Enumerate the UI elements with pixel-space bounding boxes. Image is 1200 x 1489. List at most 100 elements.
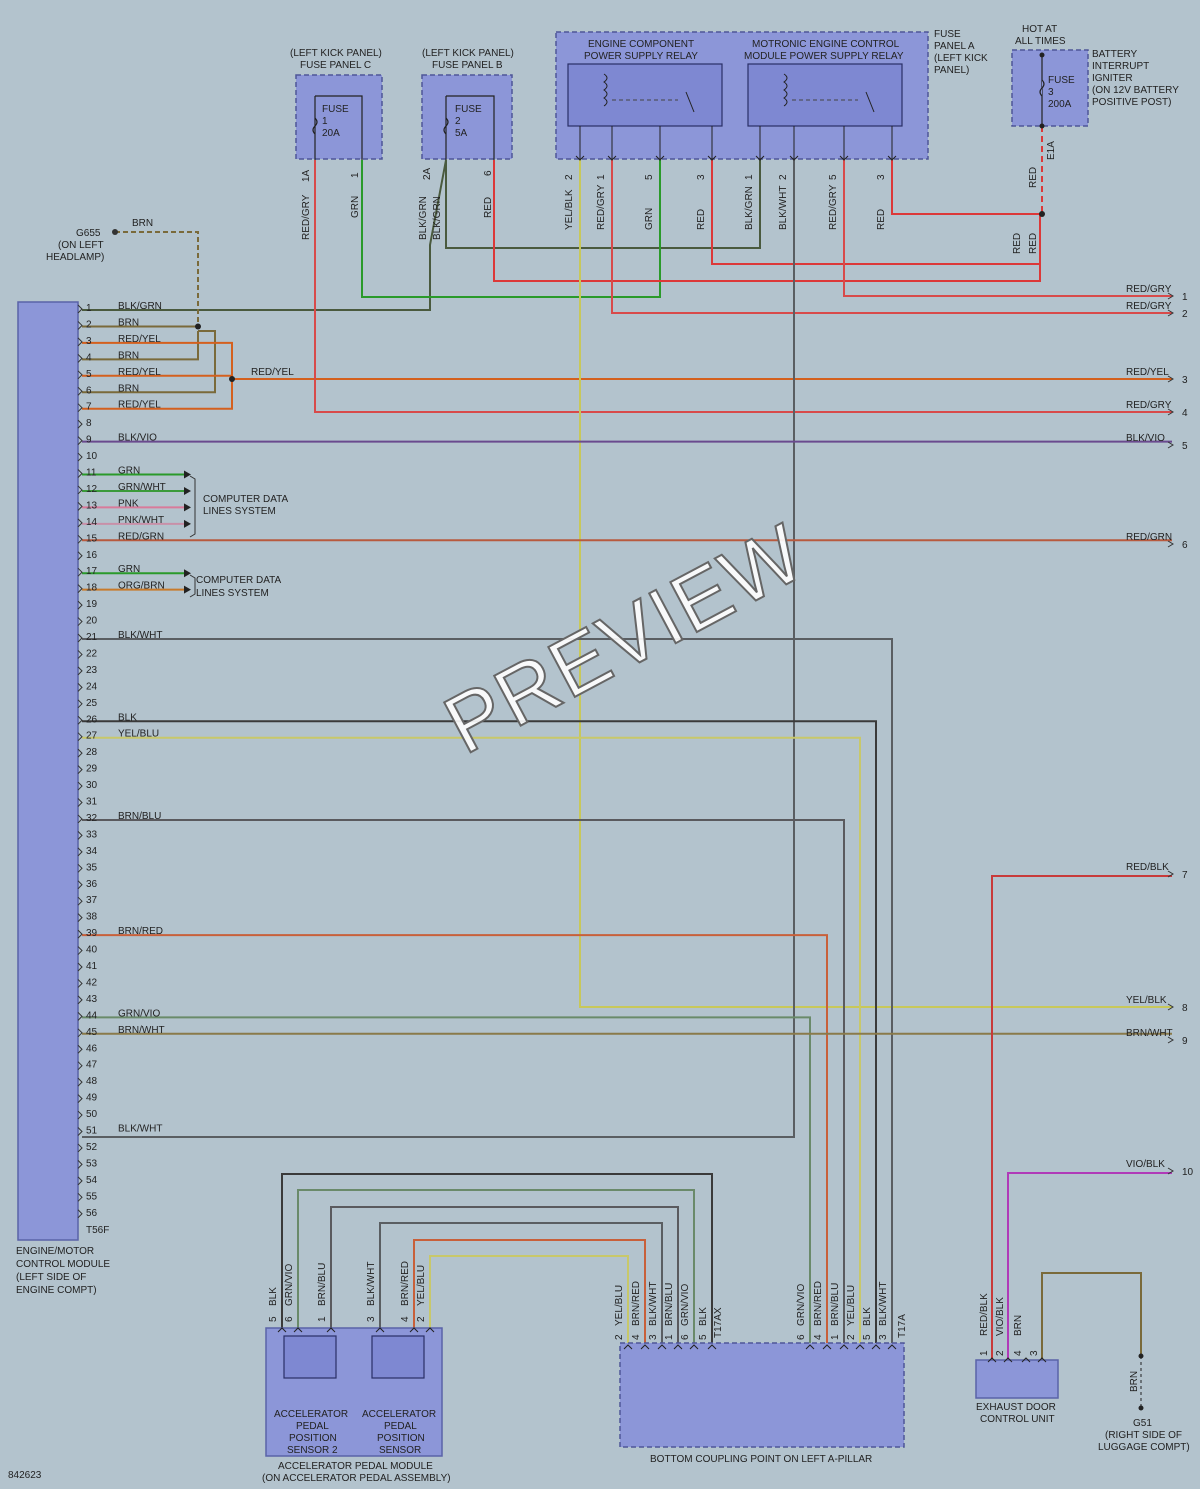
ecm-pin-marker bbox=[77, 765, 83, 774]
right-ref-number: 3 bbox=[1182, 375, 1188, 386]
wire-blk-wht-51 bbox=[82, 160, 795, 1138]
ecm-pin-number: 20 bbox=[86, 616, 98, 627]
wire-red-gry-2 bbox=[611, 160, 1172, 314]
fuse-c-symbol bbox=[312, 117, 318, 135]
right-ref-number: 2 bbox=[1182, 309, 1188, 320]
right-ref-wire-label: RED/GRY bbox=[1126, 301, 1172, 312]
ecm-pin-number: 22 bbox=[86, 648, 98, 659]
g655-loc-2: HEADLAMP) bbox=[46, 252, 104, 263]
ecm-pin-marker bbox=[77, 863, 83, 873]
wire-layer bbox=[82, 126, 1172, 1437]
ecm-pin-marker bbox=[77, 699, 83, 709]
wire-accel-yel-blu bbox=[429, 1255, 629, 1347]
ecm-pin-marker bbox=[77, 1044, 83, 1054]
right-ref-number: 5 bbox=[1182, 441, 1188, 452]
data-lines-2-label-2: LINES SYSTEM bbox=[196, 588, 269, 599]
relay-pin-marker bbox=[755, 155, 765, 161]
ecm-pin-marker bbox=[77, 979, 83, 988]
ecm-label-3: (LEFT SIDE OF bbox=[16, 1272, 86, 1283]
data-lines-2-label-1: COMPUTER DATA bbox=[196, 575, 282, 586]
exhaust-pin-wire-label: RED/BLK bbox=[979, 1293, 990, 1336]
ecm-pin-marker bbox=[77, 551, 83, 561]
coupling-a-pin-marker bbox=[689, 1344, 699, 1350]
right-ref-arrow bbox=[1167, 441, 1174, 449]
accel-pin-number: 1 bbox=[317, 1316, 328, 1322]
wire-brn-6 bbox=[82, 330, 216, 394]
coupling-a-pin-number: 6 bbox=[680, 1334, 691, 1340]
ecm-pin-number: 14 bbox=[86, 517, 98, 528]
relay-pin-marker bbox=[839, 155, 849, 161]
wire-blk-wht-21 bbox=[82, 638, 893, 1347]
exhaust-pin-wire-label: BRN bbox=[1013, 1315, 1024, 1336]
accel-s2-4: SENSOR 2 bbox=[287, 1445, 338, 1456]
right-ref-number: 6 bbox=[1182, 540, 1188, 551]
ecm-pin-marker bbox=[77, 732, 83, 742]
ecm-pin-number: 27 bbox=[86, 731, 98, 742]
ecm-pin-number: 13 bbox=[86, 500, 98, 511]
accel-pin-wire-label: BRN/RED bbox=[400, 1261, 411, 1306]
fuse-c-fuse: FUSE bbox=[322, 104, 349, 115]
right-ref-arrow bbox=[1167, 375, 1174, 383]
ecm-pin-marker bbox=[77, 798, 83, 807]
coupling-a-pin-marker bbox=[707, 1344, 717, 1350]
splice-red-battery bbox=[1039, 211, 1045, 217]
wire-accel-brn-blu bbox=[330, 1206, 679, 1347]
relay-switch-icon bbox=[685, 91, 695, 113]
ecm-pin-wire-label: GRN/VIO bbox=[118, 1008, 160, 1019]
right-ref-arrow bbox=[1167, 870, 1174, 878]
coupling-b-pin-marker bbox=[805, 1344, 815, 1350]
bottom-coupling-point: BOTTOM COUPLING POINT ON LEFT A-PILLAR T… bbox=[614, 1281, 908, 1465]
ecm-pin-number: 55 bbox=[86, 1191, 98, 1202]
relay-pin-marker bbox=[887, 155, 897, 161]
ecm-connector-label: T56F bbox=[86, 1225, 109, 1236]
exhaust-pin-number: 4 bbox=[1013, 1350, 1024, 1356]
ecm-pin-marker bbox=[77, 633, 83, 643]
coupling-a-pin-number: 3 bbox=[648, 1334, 659, 1340]
coupling-b-pin-marker bbox=[855, 1344, 865, 1350]
ecm-pin-number: 43 bbox=[86, 994, 98, 1005]
accel-s1-4: SENSOR bbox=[379, 1445, 421, 1456]
ecm-pin-marker bbox=[77, 896, 83, 906]
ecm-pin-marker bbox=[77, 617, 83, 626]
relay2-body bbox=[747, 63, 903, 127]
right-ref-arrow bbox=[1167, 292, 1174, 300]
ecm-pin-number: 39 bbox=[86, 928, 98, 939]
right-ref-wire-label: RED/GRY bbox=[1126, 284, 1172, 295]
accel-s1-1: ACCELERATOR bbox=[362, 1409, 436, 1420]
ecm-pin-number: 38 bbox=[86, 912, 98, 923]
wire-accel-blk-wht bbox=[379, 1222, 663, 1347]
relay-pin-marker bbox=[707, 155, 717, 161]
ecm-pin-marker bbox=[77, 337, 83, 347]
ecm-pin-wire-label: GRN/WHT bbox=[118, 482, 166, 493]
wire-red-gry-fuse-c bbox=[314, 160, 1172, 413]
wire-red-relay1 bbox=[711, 160, 1040, 265]
right-ref-number: 1 bbox=[1182, 292, 1188, 303]
fuse-b-fuse: FUSE bbox=[455, 104, 482, 115]
ecm-pin-number: 28 bbox=[86, 747, 98, 758]
g51-ground: BRN G51 (RIGHT SIDE OF LUGGAGE COMPT) bbox=[1098, 1353, 1190, 1453]
accel-pin-wire-label: YEL/BLU bbox=[416, 1265, 427, 1306]
fuse-c-wire-b: GRN bbox=[350, 196, 361, 218]
relay-pin-wire-label: RED/GRY bbox=[828, 184, 839, 230]
accel-pin-wire-label: BLK/WHT bbox=[366, 1262, 377, 1306]
ecm-pin-number: 12 bbox=[86, 484, 98, 495]
accel-pin-marker bbox=[326, 1327, 336, 1333]
coupling-a-pin-wire-label: BLK/WHT bbox=[648, 1282, 659, 1326]
fuse-c-wire-a: RED/GRY bbox=[301, 194, 312, 240]
right-ref-arrow bbox=[1167, 408, 1174, 416]
relay-coil-icon bbox=[783, 73, 788, 107]
ecm-pin-marker bbox=[77, 534, 83, 544]
g51-name: G51 bbox=[1133, 1418, 1152, 1429]
exhaust-label-1: EXHAUST DOOR bbox=[976, 1402, 1056, 1413]
ecm-pin-marker bbox=[77, 370, 83, 380]
coupling-a-pin-marker bbox=[657, 1344, 667, 1350]
relay-pin-number: 5 bbox=[644, 174, 655, 180]
ecm-pin-number: 15 bbox=[86, 533, 98, 544]
coupling-b-pin-marker bbox=[887, 1344, 897, 1350]
wire-grn-relay bbox=[361, 160, 661, 298]
coupling-b-pin-wire-label: BLK/WHT bbox=[878, 1282, 889, 1326]
ecm-pin-marker bbox=[77, 452, 83, 462]
coupling-a-pin-number: 4 bbox=[631, 1334, 642, 1340]
